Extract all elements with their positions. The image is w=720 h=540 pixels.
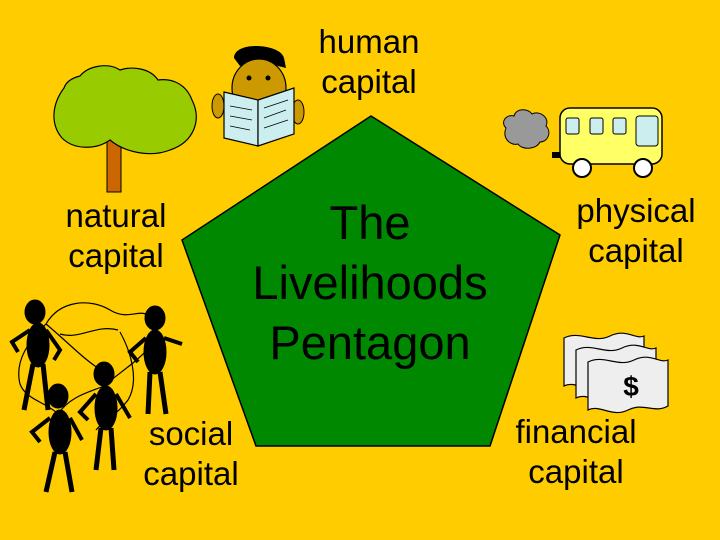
money-stack-icon: $ [563, 332, 669, 414]
human-capital-line-1: human [318, 23, 420, 60]
reading-person-icon [211, 46, 305, 147]
title-line-3: Pentagon [269, 316, 471, 369]
dollar-symbol: $ [623, 371, 639, 402]
natural-capital-label: natural capital [50, 196, 182, 276]
natural-capital-line-2: capital [68, 237, 164, 274]
livelihoods-pentagon [181, 115, 561, 447]
social-capital-label: social capital [126, 414, 256, 494]
people-network-icon [9, 299, 183, 493]
physical-capital-line-2: capital [588, 232, 684, 269]
physical-capital-label: physical capital [560, 191, 712, 271]
human-capital-line-2: capital [321, 63, 417, 100]
financial-capital-line-1: financial [515, 413, 637, 450]
social-capital-line-2: capital [143, 455, 239, 492]
physical-capital-line-1: physical [576, 192, 696, 229]
tree-icon [53, 65, 197, 193]
bus-icon [503, 107, 663, 178]
title-line-2: Livelihoods [252, 256, 488, 309]
financial-capital-label: financial capital [498, 412, 654, 492]
financial-capital-line-2: capital [528, 453, 624, 490]
natural-capital-line-1: natural [65, 197, 167, 234]
human-capital-label: human capital [304, 22, 434, 102]
diagram-title: The Livelihoods Pentagon [215, 193, 525, 373]
social-capital-line-1: social [148, 415, 234, 452]
title-line-1: The [329, 196, 411, 249]
